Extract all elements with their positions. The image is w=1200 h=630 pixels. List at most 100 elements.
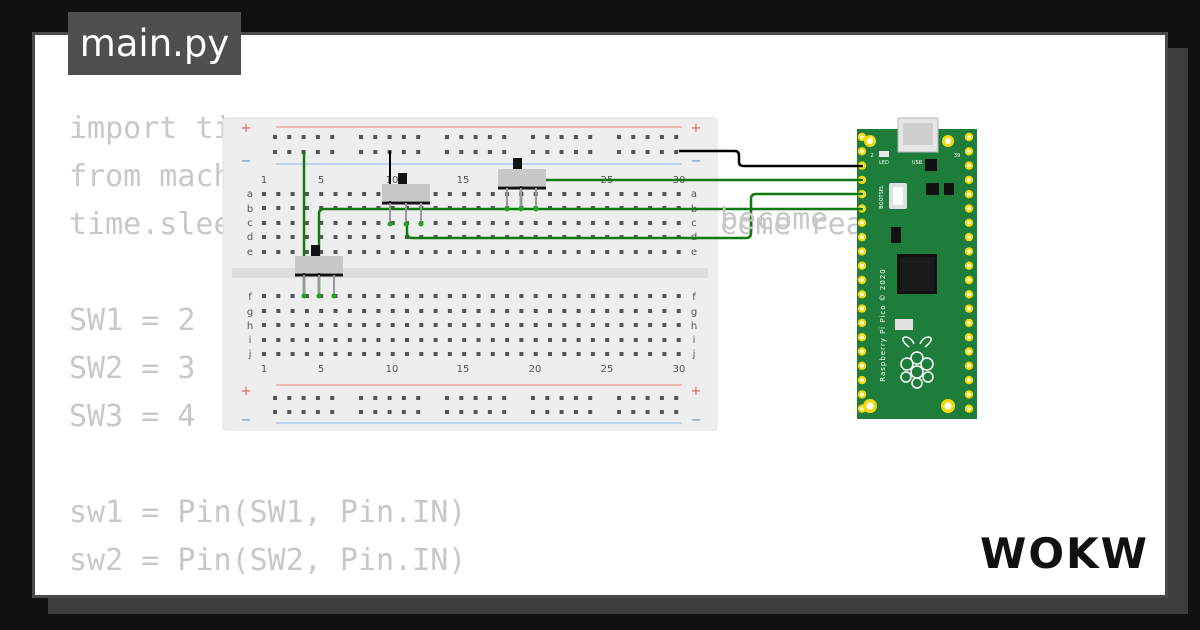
breadboard-hole [590, 250, 595, 254]
breadboard-hole [619, 309, 624, 313]
code-line-11: sw3 = Pin(SW3, Pin.IN) [69, 585, 900, 595]
breadboard-hole [390, 338, 395, 342]
breadboard-hole [405, 338, 409, 342]
breadboard-hole [573, 396, 578, 400]
breadboard-hole [662, 352, 667, 356]
slide-switch-2[interactable] [498, 158, 546, 212]
breadboard-hole [617, 150, 621, 154]
breadboard-hole [676, 323, 681, 327]
chip-small-3 [944, 183, 954, 195]
breadboard-hole [531, 135, 535, 139]
breadboard-hole [347, 352, 352, 356]
breadboard-hole [290, 250, 295, 254]
breadboard-hole [362, 221, 367, 225]
row-letter-a-left: a [247, 189, 253, 200]
breadboard-hole [262, 323, 266, 327]
breadboard-hole [519, 352, 524, 356]
breadboard-hole [319, 352, 324, 356]
breadboard-hole [290, 192, 295, 196]
row-letter-g-right: g [691, 307, 697, 318]
breadboard-hole [347, 294, 352, 298]
breadboard-hole [648, 192, 653, 196]
breadboard-hole [347, 309, 352, 313]
breadboard-hole [590, 338, 595, 342]
breadboard-hole [645, 150, 650, 154]
breadboard-hole [276, 192, 281, 196]
usb-label: USB [912, 160, 923, 166]
breadboard-hole [548, 192, 552, 196]
breadboard-hole [376, 250, 381, 254]
row-letter-f-right: f [692, 292, 696, 303]
led-indicator [879, 151, 889, 157]
breadboard-hole [633, 338, 638, 342]
breadboard-hole [405, 250, 409, 254]
breadboard-hole [676, 250, 681, 254]
breadboard-hole [459, 135, 464, 139]
breadboard-hole [588, 150, 593, 154]
col-num-bottom-5: 5 [318, 364, 324, 375]
col-num-bottom-20: 20 [529, 364, 542, 375]
breadboard-hole [304, 338, 309, 342]
pico-pin-hole [860, 235, 864, 239]
breadboard-hole [505, 221, 510, 225]
breadboard-hole [405, 309, 409, 313]
breadboard-hole [433, 192, 438, 196]
breadboard-hole [562, 192, 567, 196]
breadboard-hole [548, 323, 552, 327]
pico-pin-hole [967, 235, 971, 239]
breadboard-hole [301, 410, 306, 414]
led-label: LED [879, 160, 889, 166]
breadboard-hole [487, 396, 492, 400]
pico-pin-hole [967, 192, 971, 196]
breadboard-hole [545, 396, 550, 400]
pico-pin-hole [860, 378, 864, 382]
breadboard-hole [262, 192, 266, 196]
breadboard-hole [531, 396, 535, 400]
raspberry-pi-pico[interactable]: LED USB 1 2 39 BOOTSEL Raspberry Pi Pico… [857, 117, 977, 419]
breadboard-hole [330, 410, 335, 414]
file-tab[interactable]: main.py [68, 12, 241, 75]
breadboard-hole [330, 396, 335, 400]
breadboard-hole [273, 135, 277, 139]
breadboard-hole [519, 250, 524, 254]
breadboard-hole [562, 250, 567, 254]
breadboard-hole [476, 294, 481, 298]
breadboard-hole [330, 135, 335, 139]
breadboard-hole [290, 338, 295, 342]
pico-pin-hole [967, 292, 971, 297]
breadboard-hole [390, 250, 395, 254]
breadboard-hole [533, 294, 538, 298]
breadboard-hole [576, 323, 581, 327]
row-letter-e-left: e [247, 247, 253, 258]
breadboard-hole [276, 309, 281, 313]
breadboard-hole [459, 150, 464, 154]
breadboard-hole [648, 352, 653, 356]
breadboard-hole [674, 410, 679, 414]
wire-gp3-green [405, 192, 863, 240]
breadboard-hole [476, 309, 481, 313]
code-line-6: SW2 = 3 [69, 351, 196, 386]
pico-pin-hole [860, 321, 864, 325]
breadboard-hole [590, 309, 595, 313]
slide-switch-3[interactable] [295, 245, 343, 299]
breadboard-hole [401, 410, 406, 414]
breadboard-hole [373, 396, 378, 400]
slide-switch-1[interactable] [382, 173, 430, 227]
breadboard-hole [617, 410, 621, 414]
pico-pin-hole [967, 406, 971, 411]
breadboard-hole [362, 323, 367, 327]
rail-plus-bottom-right: + [691, 384, 702, 399]
pico-pin-hole [860, 349, 864, 354]
breadboard-hole [319, 250, 324, 254]
row-letter-f-left: f [248, 292, 252, 303]
code-fragment-become: become [720, 202, 829, 237]
breadboard-hole [304, 323, 309, 327]
breadboard-hole [376, 221, 381, 225]
row-letter-d-left: d [247, 232, 253, 243]
breadboard-hole [576, 221, 581, 225]
breadboard-hole [276, 294, 281, 298]
breadboard-hole [304, 192, 309, 196]
breadboard-hole [319, 323, 324, 327]
breadboard-hole [576, 192, 581, 196]
breadboard-hole [662, 250, 667, 254]
